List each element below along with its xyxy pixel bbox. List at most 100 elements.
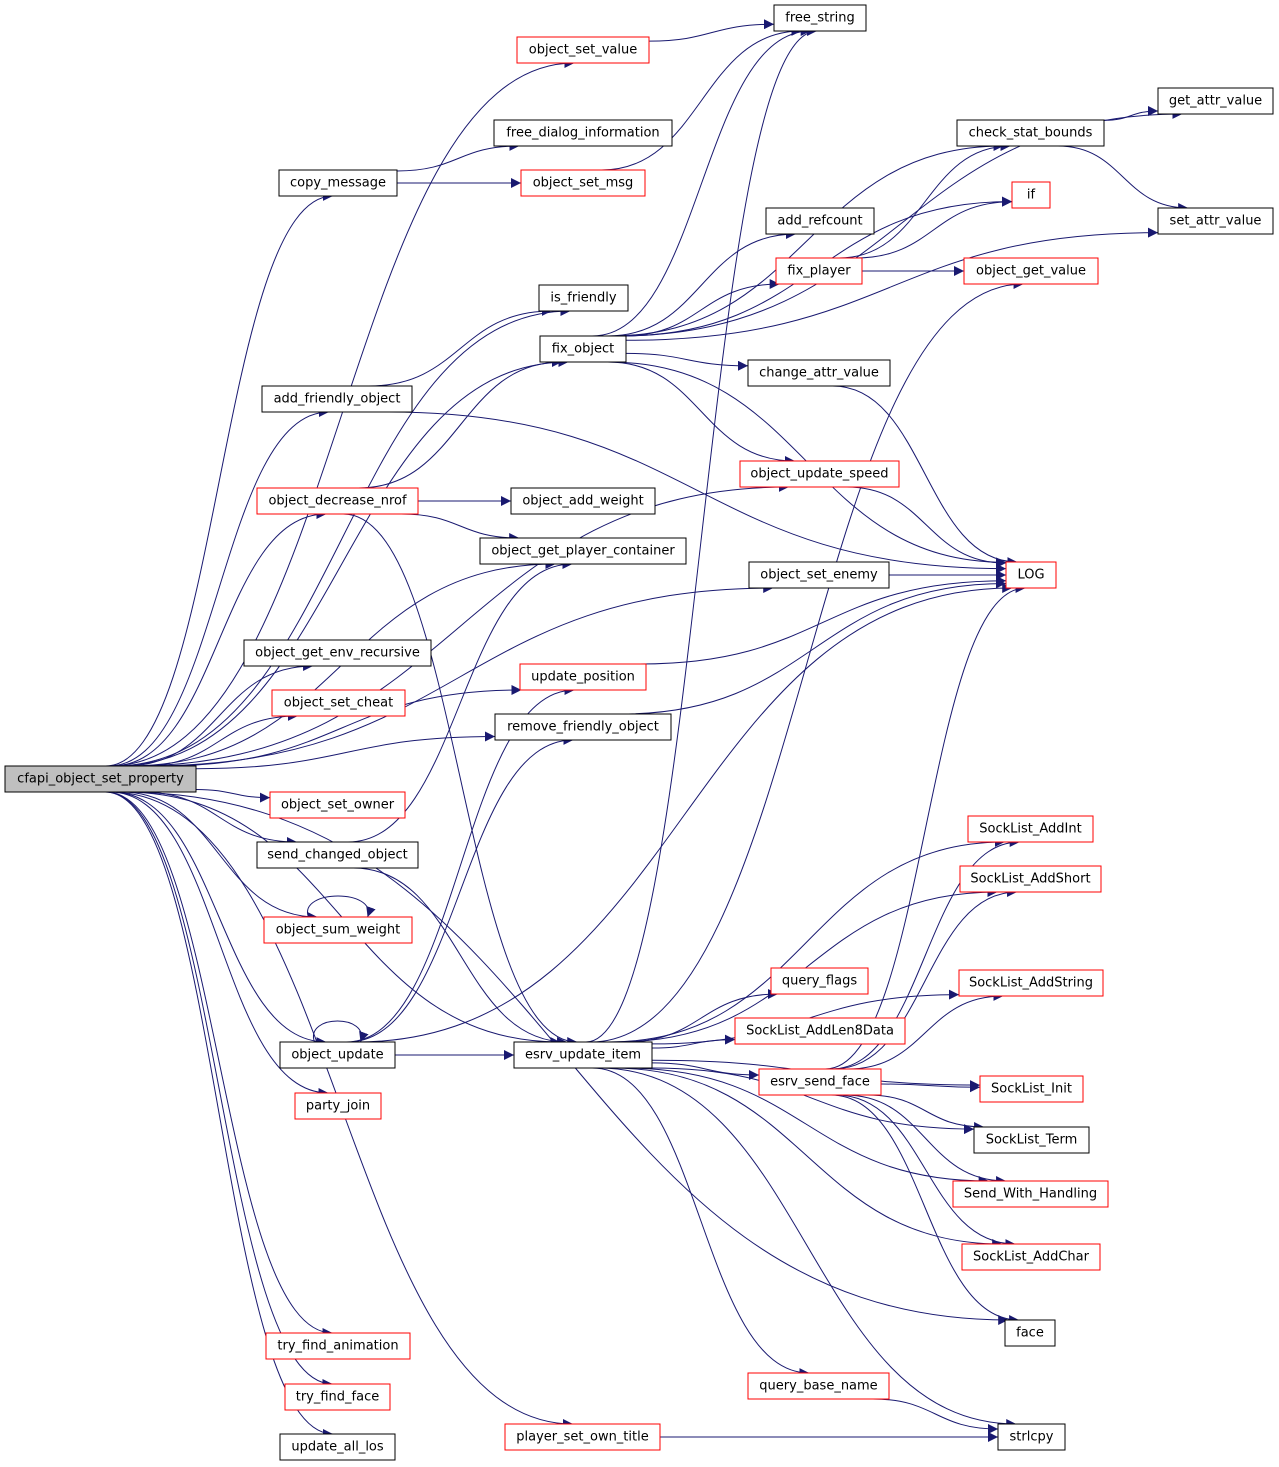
- node-box: [979, 1075, 1084, 1103]
- edge-esrv-update-item-to-socklist-addchar: [611, 1067, 1003, 1249]
- node-player-set-own-title[interactable]: player_set_own_title: [504, 1423, 661, 1451]
- node-check-stat-bounds[interactable]: check_stat_bounds: [956, 119, 1105, 147]
- node-label: object_update: [291, 1048, 383, 1063]
- node-send-with-handling[interactable]: Send_With_Handling: [952, 1180, 1109, 1208]
- node-try-find-face[interactable]: try_find_face: [284, 1383, 391, 1411]
- node-is-friendly[interactable]: is_friendly: [538, 284, 629, 312]
- node-socklist-addint[interactable]: SockList_AddInt: [967, 815, 1094, 843]
- node-label: object_get_value: [976, 264, 1086, 279]
- node-box: [973, 1126, 1090, 1154]
- node-query-base-name[interactable]: query_base_name: [747, 1372, 890, 1400]
- node-object-update[interactable]: object_update: [279, 1041, 396, 1069]
- node-party-join[interactable]: party_join: [294, 1092, 382, 1120]
- edge-copy-message-to-free-dialog-information: [396, 141, 520, 172]
- node-set-attr-value[interactable]: set_attr_value: [1157, 207, 1274, 235]
- node-fix-object[interactable]: fix_object: [539, 335, 627, 363]
- node-box: [959, 865, 1102, 893]
- node-label: check_stat_bounds: [969, 126, 1093, 141]
- node-socklist-addlen8data[interactable]: SockList_AddLen8Data: [734, 1017, 906, 1045]
- edge-cfapi-object-set-property-to-object-update: [111, 791, 327, 1047]
- node-copy-message[interactable]: copy_message: [278, 169, 398, 197]
- node-strlcpy[interactable]: strlcpy: [997, 1423, 1066, 1451]
- node-esrv-send-face[interactable]: esrv_send_face: [758, 1068, 882, 1096]
- edge-cfapi-object-set-property-to-remove-friendly-object: [195, 731, 496, 770]
- node-object-set-owner[interactable]: object_set_owner: [269, 791, 406, 819]
- node-socklist-addstring[interactable]: SockList_AddString: [958, 969, 1104, 997]
- node-box: [520, 169, 646, 197]
- node-label: object_update_speed: [750, 467, 888, 482]
- edge-esrv-update-item-to-strlcpy: [598, 1067, 1017, 1429]
- node-send-changed-object[interactable]: send_changed_object: [256, 841, 419, 869]
- node-label: object_sum_weight: [276, 923, 401, 938]
- node-label: add_refcount: [777, 214, 862, 229]
- node-socklist-addshort[interactable]: SockList_AddShort: [959, 865, 1102, 893]
- node-label: fix_player: [787, 264, 851, 279]
- node-remove-friendly-object[interactable]: remove_friendly_object: [494, 713, 672, 741]
- node-socklist-init[interactable]: SockList_Init: [979, 1075, 1084, 1103]
- node-object-get-value[interactable]: object_get_value: [963, 257, 1099, 285]
- node-box: [1157, 207, 1274, 235]
- edge-object-decrease-nrof-to-esrv-update-item: [343, 513, 578, 1047]
- node-update-all-los[interactable]: update_all_los: [279, 1433, 396, 1461]
- node-label: fix_object: [552, 342, 614, 357]
- node-face[interactable]: face: [1004, 1319, 1056, 1347]
- node-label: Send_With_Handling: [964, 1187, 1097, 1202]
- node-box: [961, 1243, 1101, 1271]
- node-label: query_base_name: [759, 1379, 877, 1394]
- node-get-attr-value[interactable]: get_attr_value: [1157, 87, 1274, 115]
- edge-cfapi-object-set-property-to-object-decrease-nrof: [111, 509, 327, 767]
- node-box: [504, 1423, 661, 1451]
- node-object-add-weight[interactable]: object_add_weight: [510, 487, 656, 515]
- node-add-friendly-object[interactable]: add_friendly_object: [261, 385, 413, 413]
- node-label: LOG: [1017, 568, 1044, 583]
- node-label: object_set_enemy: [760, 568, 878, 583]
- node-object-get-env-recursive[interactable]: object_get_env_recursive: [243, 639, 432, 667]
- node-label: SockList_Term: [986, 1133, 1078, 1148]
- node-fix-player[interactable]: fix_player: [775, 257, 863, 285]
- node-free-string[interactable]: free_string: [773, 4, 867, 32]
- node-object-sum-weight[interactable]: object_sum_weight: [263, 916, 413, 944]
- node-add-refcount[interactable]: add_refcount: [765, 207, 875, 235]
- node-box: [952, 1180, 1109, 1208]
- edge-object-decrease-nrof-to-fix-object: [358, 357, 563, 489]
- node-socklist-addchar[interactable]: SockList_AddChar: [961, 1243, 1101, 1271]
- node-label: object_set_cheat: [284, 696, 393, 711]
- node-label: object_get_env_recursive: [255, 646, 420, 661]
- edge-esrv-update-item-to-free-string: [585, 26, 818, 1043]
- node-socklist-term[interactable]: SockList_Term: [973, 1126, 1090, 1154]
- node-box: [1157, 87, 1274, 115]
- edge-object-update-to-object-update: [313, 1020, 369, 1043]
- node-label: update_all_los: [291, 1440, 384, 1455]
- node-change-attr-value[interactable]: change_attr_value: [747, 359, 891, 387]
- node-cfapi-object-set-property[interactable]: cfapi_object_set_property: [4, 765, 197, 793]
- edge-cfapi-object-set-property-to-object-set-value: [109, 58, 575, 767]
- node-object-set-msg[interactable]: object_set_msg: [520, 169, 646, 197]
- node-object-update-speed[interactable]: object_update_speed: [739, 460, 900, 488]
- node-box: [256, 487, 419, 515]
- node-box: [765, 207, 875, 235]
- node-log[interactable]: LOG: [1005, 561, 1057, 589]
- node-if[interactable]: if: [1011, 181, 1051, 209]
- edge-cfapi-object-set-property-to-object-get-env-recursive: [124, 661, 314, 767]
- node-box: [758, 1068, 882, 1096]
- edge-esrv-update-item-to-socklist-term: [651, 1067, 975, 1135]
- node-object-set-cheat[interactable]: object_set_cheat: [271, 689, 406, 717]
- node-object-decrease-nrof[interactable]: object_decrease_nrof: [256, 487, 419, 515]
- edge-fix-object-to-check-stat-bounds: [609, 141, 1004, 337]
- node-object-get-player-container[interactable]: object_get_player_container: [479, 537, 687, 565]
- node-label: query_flags: [782, 974, 857, 989]
- node-box: [775, 257, 863, 285]
- edge-cfapi-object-set-property-to-is-friendly: [113, 306, 571, 767]
- node-label: is_friendly: [550, 291, 617, 306]
- edge-fix-object-to-change-attr-value: [625, 352, 749, 371]
- edge-check-stat-bounds-to-set-attr-value: [1057, 145, 1189, 213]
- node-query-flags[interactable]: query_flags: [770, 967, 869, 995]
- node-object-set-enemy[interactable]: object_set_enemy: [748, 561, 890, 589]
- node-object-set-value[interactable]: object_set_value: [516, 36, 650, 64]
- edge-esrv-update-item-to-socklist-addlen8data: [651, 1034, 736, 1049]
- node-free-dialog-information[interactable]: free_dialog_information: [493, 119, 673, 147]
- edge-cfapi-object-set-property-to-object-set-enemy: [146, 583, 774, 767]
- node-try-find-animation[interactable]: try_find_animation: [265, 1332, 411, 1360]
- node-esrv-update-item[interactable]: esrv_update_item: [513, 1041, 653, 1069]
- node-update-position[interactable]: update_position: [519, 663, 647, 691]
